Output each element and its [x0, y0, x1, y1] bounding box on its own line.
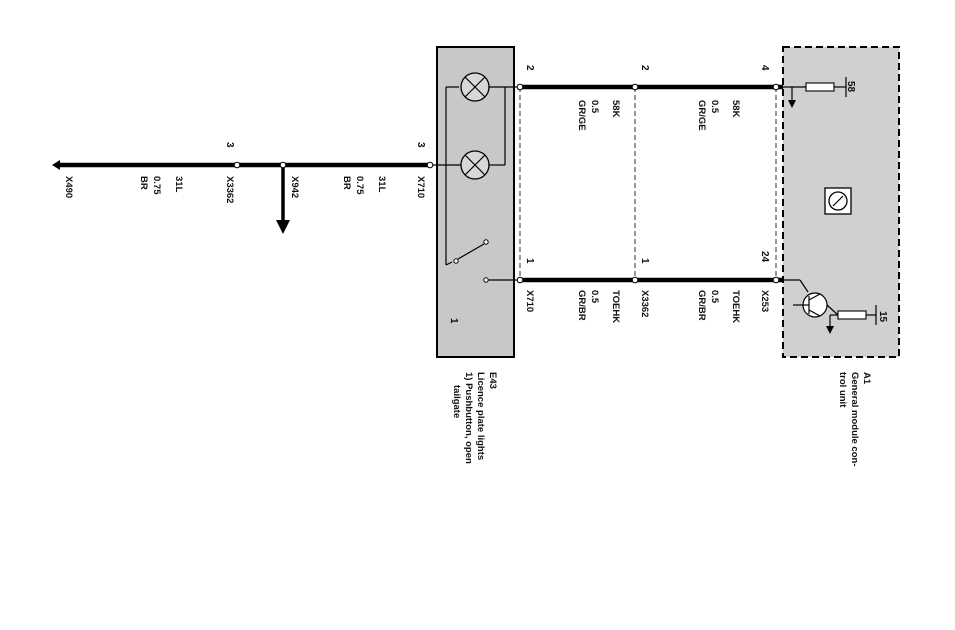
wire-size: 0.5 [589, 100, 600, 114]
a1-description: trol unit [837, 372, 848, 408]
wire-size: 0.75 [354, 176, 365, 195]
lamp-icon [446, 72, 520, 102]
connector-label: X710 [524, 290, 535, 312]
x490-terminal-icon [52, 160, 60, 170]
connector-label: X3362 [224, 176, 235, 203]
connector-label: X710 [415, 176, 426, 198]
wire-signal: TOEHK [730, 290, 741, 323]
wire-color: GR/BR [576, 290, 587, 321]
wire-size: 0.5 [589, 290, 600, 304]
connector-label: X253 [759, 290, 770, 312]
lamp-icon [430, 150, 505, 180]
e43-id-label: E43 [487, 372, 498, 389]
wire-size: 0.5 [709, 100, 720, 114]
connector-label: X490 [63, 176, 74, 198]
e43-description: tailgate [451, 385, 462, 418]
e43-inner-label: 1 [448, 318, 459, 324]
wire-size: 0.75 [151, 176, 162, 195]
control-unit-icon [824, 187, 852, 215]
wire-signal: 31L [173, 176, 184, 193]
wire-color: BR [138, 176, 149, 190]
pin-number: 4 [759, 65, 770, 71]
pin-number: 1 [639, 258, 650, 264]
wire-color: GR/BR [696, 290, 707, 321]
connector-pin-markers [233, 83, 780, 284]
wire-signal: 31L [376, 176, 387, 193]
pin-number: 2 [524, 65, 535, 71]
wire-color: GR/GE [576, 100, 587, 131]
a1-id-label: A1 [861, 372, 872, 385]
connector-label: X3362 [639, 290, 650, 317]
pin-number: 24 [759, 251, 770, 263]
transistor-icon [783, 279, 877, 334]
pin-number: 15 [877, 311, 888, 323]
pushbutton-switch-icon [445, 239, 520, 283]
pin-number: 58 [845, 81, 856, 93]
pin-number: 1 [524, 258, 535, 264]
e43-description: Licence plate lights [475, 372, 486, 460]
wire-size: 0.5 [709, 290, 720, 304]
pin-number: 2 [639, 65, 650, 71]
a1-description: General module con- [849, 372, 860, 467]
wire-color: BR [341, 176, 352, 190]
pin-number: 3 [224, 142, 235, 148]
connector-label: X942 [289, 176, 300, 198]
e43-description: 1) Pushbutton, open [463, 372, 474, 464]
wire-color: GR/GE [696, 100, 707, 131]
pin-number: 3 [415, 142, 426, 148]
ground-arrow-icon [276, 220, 290, 234]
wire-signal: 58K [730, 100, 741, 118]
resistor-icon [783, 77, 847, 108]
wire-signal: TOEHK [610, 290, 621, 323]
wire-signal: 58K [610, 100, 621, 118]
